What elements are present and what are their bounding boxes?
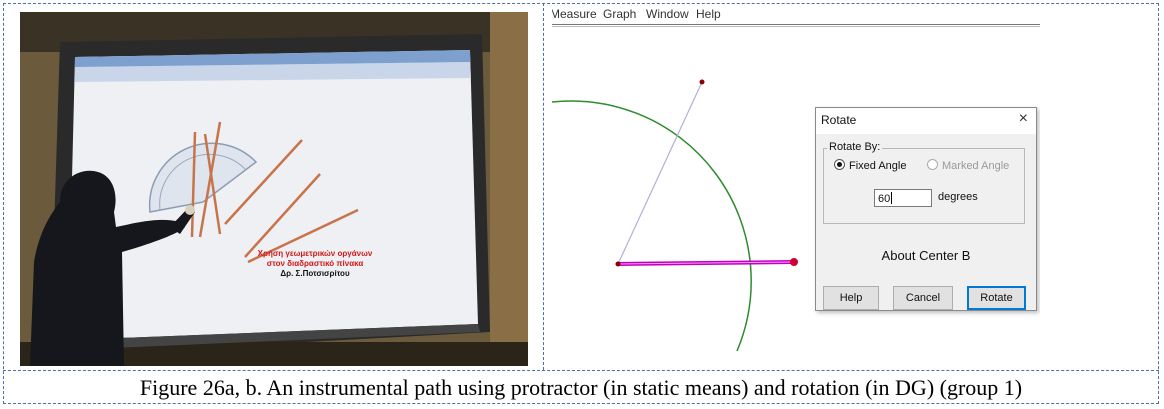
- figure-divider-horizontal: [3, 370, 1159, 371]
- thin-segment: [617, 81, 703, 265]
- photo-text-line-1: Χρήση γεωμετρικών οργάνων: [257, 249, 373, 258]
- about-center-label: About Center B: [881, 248, 971, 263]
- dialog-titlebar: Rotate ×: [816, 108, 1036, 134]
- photo-text-line-2: στον διαδραστικό πίνακα: [266, 259, 364, 268]
- figure-caption: Figure 26a, b. An instrumental path usin…: [139, 375, 1023, 400]
- menu-item-window[interactable]: Window: [646, 7, 689, 21]
- figure-frame: [3, 3, 1159, 404]
- photo-text-line-3: Δρ. Σ.Ποτσισρίτου: [280, 269, 350, 278]
- marked-angle-label: Marked Angle: [942, 160, 1010, 172]
- radio-unselected-icon: [927, 159, 938, 170]
- rotation-circle: [552, 100, 752, 352]
- rotate-by-label: Rotate By:: [827, 141, 883, 153]
- radio-selected-icon: [834, 159, 845, 170]
- dialog-title: Rotate: [821, 113, 857, 127]
- menu-separator: [552, 24, 1040, 25]
- software-screenshot: Measure Graph Window Help Rotate × Rotat…: [552, 6, 1040, 366]
- menu-item-graph[interactable]: Graph: [603, 7, 637, 21]
- close-icon[interactable]: ×: [1018, 110, 1028, 127]
- menu-item-help[interactable]: Help: [696, 7, 721, 21]
- fixed-angle-label: Fixed Angle: [849, 160, 907, 172]
- segment-endpoint: [790, 258, 798, 266]
- geometry-canvas[interactable]: [552, 6, 1040, 366]
- fixed-angle-radio[interactable]: Fixed Angle: [834, 159, 906, 172]
- marked-angle-radio: Marked Angle: [927, 159, 1009, 172]
- rotate-button[interactable]: Rotate: [967, 286, 1026, 310]
- menu-separator-secondary: [552, 26, 1040, 27]
- rotated-point: [699, 79, 705, 85]
- cancel-button[interactable]: Cancel: [893, 286, 953, 310]
- classroom-photo-illustration: [20, 12, 528, 366]
- degrees-label: degrees: [938, 191, 978, 203]
- help-button[interactable]: Help: [823, 286, 879, 310]
- figure-divider-vertical: [543, 3, 544, 370]
- point-b: [615, 261, 621, 267]
- classroom-photo: Χρήση γεωμετρικών οργάνων στον διαδραστι…: [20, 12, 528, 366]
- rotate-by-group: Rotate By: Fixed Angle Marked Angle 60 d…: [823, 141, 1025, 224]
- menu-bar: Measure Graph Window Help: [552, 6, 1040, 24]
- menu-item-measure[interactable]: Measure: [552, 7, 597, 21]
- angle-input[interactable]: 60: [874, 189, 932, 207]
- angle-value: 60: [878, 193, 891, 205]
- rotate-dialog: Rotate × Rotate By: Fixed Angle Marked A…: [815, 107, 1037, 311]
